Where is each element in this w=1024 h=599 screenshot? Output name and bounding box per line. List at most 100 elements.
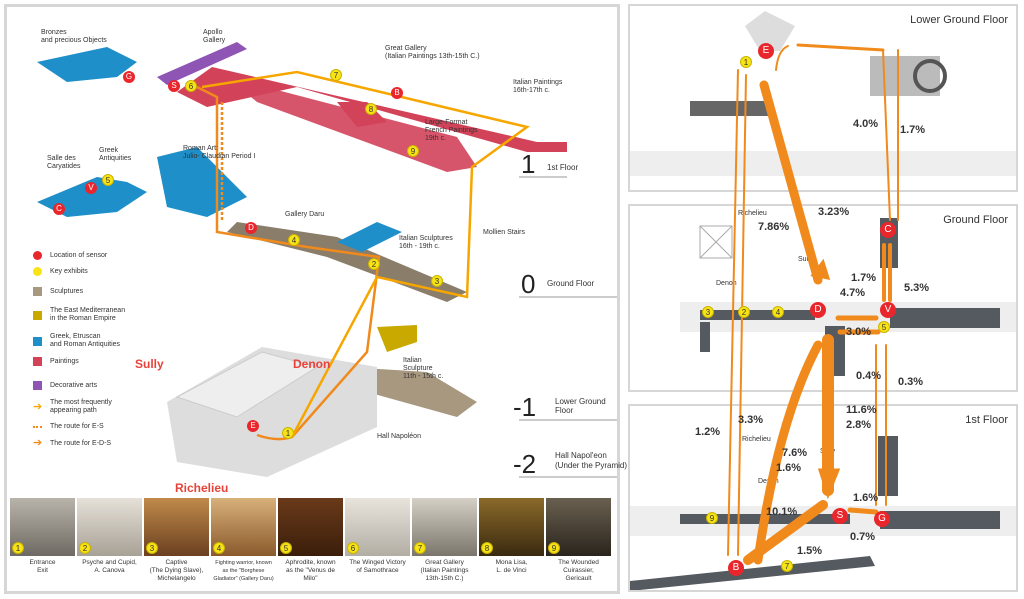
exhibit-2: 2	[368, 258, 380, 270]
label-mollien: Mollien Stairs	[483, 229, 526, 236]
legend-paintings: Paintings	[33, 357, 79, 366]
sensor-d-right: D	[810, 302, 826, 318]
floor-name-0: Ground Floor	[547, 279, 595, 288]
sensor-c: C	[53, 203, 65, 215]
legend-route-es: The route for E-S	[33, 423, 104, 431]
sensor-g: G	[123, 71, 135, 83]
exhibit-photo: 9	[546, 498, 611, 556]
label-italian-paintings: Italian Paintings 16th-17th c.	[513, 79, 563, 94]
flow-arrows	[727, 43, 899, 565]
first-floor-rooms	[37, 42, 567, 217]
pct-label: 1.6%	[776, 462, 802, 474]
sensor-v: V	[85, 182, 97, 194]
legend-east-med: The East Mediterranean in the Roman Empi…	[33, 307, 125, 323]
sensor-b: B	[391, 87, 403, 99]
exhibit-5-right: 5	[878, 321, 890, 333]
exhibit-photo: 3	[144, 498, 209, 556]
exhibit-7-right: 7	[781, 560, 793, 572]
floor-name-minus2: Hall Napol'eon (Under the Pyramid)	[555, 451, 628, 470]
pct-label: 10.1%	[766, 506, 798, 518]
sensor-s-right: S	[832, 508, 848, 524]
exhibit-photo: 1	[10, 498, 75, 556]
wing-sully: Sully	[135, 357, 164, 371]
pct-label: 7.6%	[782, 447, 808, 459]
pct-label: 4.7%	[840, 287, 866, 299]
floor-name-minus1: Lower Ground Floor	[555, 397, 606, 415]
exhibit-8: 8	[365, 103, 377, 115]
panel-lower-ground-floor: Lower Ground Floor	[628, 4, 1018, 192]
wing-richelieu-first: Richelieu	[742, 436, 771, 443]
exhibit-7: 7	[330, 69, 342, 81]
sensor-b-right: B	[728, 560, 744, 576]
pct-label: 4.0%	[853, 118, 879, 130]
exhibit-9-right: 9	[706, 512, 718, 524]
pct-label: 7.86%	[758, 221, 790, 233]
floor-number-minus1: -1	[513, 392, 537, 422]
label-bronzes: Bronzes and precious Objects	[41, 29, 107, 44]
sensor-g-right: G	[874, 511, 890, 527]
pct-label: 1.6%	[853, 492, 879, 504]
pct-label: 11.6%	[846, 404, 877, 416]
sensor-e: E	[247, 420, 259, 432]
legend-decorative: Decorative arts	[33, 381, 97, 390]
label-large-format: Large-Format French Paintings 19th c.	[425, 119, 478, 142]
exhibit-6: 6	[185, 80, 197, 92]
exhibit-9: 9	[407, 145, 419, 157]
floor-number-minus2: -2	[513, 449, 537, 479]
label-daru: Gallery Daru	[285, 211, 325, 218]
sensor-s: S	[168, 80, 180, 92]
overview-map-panel: Bronzes and precious Objects Apollo Gall…	[4, 4, 627, 594]
wing-denon-ground: Denon	[716, 280, 737, 287]
label-italian-sculpture-early: Italian Sculpture 11th - 15th c.	[403, 357, 444, 380]
exhibit-photo: 2	[77, 498, 142, 556]
exhibit-4: 4	[288, 234, 300, 246]
wing-richelieu: Richelieu	[175, 481, 229, 495]
legend-sculptures: Sculptures	[33, 287, 83, 296]
label-italian-sculptures: Italian Sculptures 16th - 19th c.	[399, 235, 453, 250]
pct-label: 1.5%	[797, 545, 823, 557]
pct-label: 2.8%	[846, 419, 872, 431]
exhibit-photo: 4	[211, 498, 276, 556]
floor-number-0: 0	[521, 269, 536, 299]
sensor-d: D	[245, 222, 257, 234]
floor-name-1: 1st Floor	[547, 163, 579, 172]
pct-label: 3.3%	[738, 414, 764, 426]
hall-napoleon-pyramid	[167, 347, 377, 477]
label-great-gallery: Great Gallery (Italian Paintings 13th-15…	[385, 45, 480, 60]
legend-exhibits: Key exhibits	[33, 267, 88, 276]
pct-label: 0.4%	[856, 370, 882, 382]
lower-ground-rooms	[347, 325, 477, 417]
label-roman: Roman Art: Julio- Claudian Period I	[183, 145, 256, 160]
exhibit-photo: 8	[479, 498, 544, 556]
wing-denon: Denon	[293, 357, 331, 371]
floor-number-1: 1	[521, 149, 536, 179]
legend-route-eds: ➔The route for E-D-S	[33, 437, 112, 449]
pct-label: 0.3%	[898, 376, 924, 388]
exhibit-photo: 7	[412, 498, 477, 556]
exhibit-4-right: 4	[772, 306, 784, 318]
label-apollo: Apollo Gallery	[203, 29, 226, 44]
legend-greek: Greek, Etruscan and Roman Antiquities	[33, 333, 120, 349]
isometric-museum-map	[37, 42, 617, 478]
exhibit-5: 5	[102, 174, 114, 186]
pct-label: 3.0%	[846, 326, 872, 338]
pct-label: 1.7%	[851, 272, 877, 284]
legend-sensor: Location of sensor	[33, 251, 107, 260]
exhibit-3-right: 3	[702, 306, 714, 318]
wing-richelieu-ground: Richelieu	[738, 210, 767, 217]
exhibit-3: 3	[431, 275, 443, 287]
pct-label: 1.2%	[695, 426, 721, 438]
label-hall: Hall Napoléon	[377, 433, 421, 440]
sensor-v-right: V	[880, 302, 896, 318]
legend-frequent-path: ➔The most frequently appearing path	[33, 399, 112, 414]
exhibit-1: 1	[282, 427, 294, 439]
